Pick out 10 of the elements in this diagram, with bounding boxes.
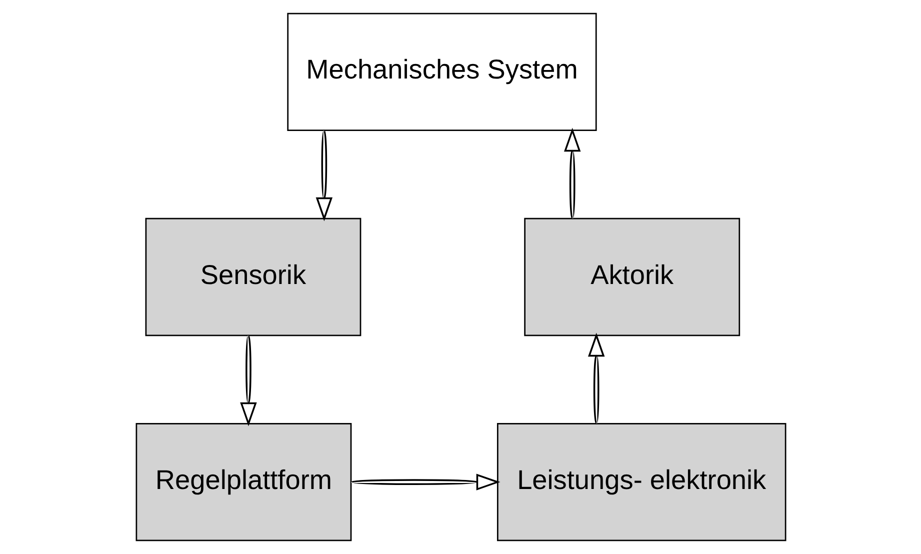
node-box: Sensorik bbox=[144, 218, 361, 336]
arrow bbox=[587, 332, 604, 424]
node-box: Regelplattform bbox=[135, 422, 352, 542]
arrow bbox=[350, 474, 500, 490]
arrow bbox=[240, 335, 256, 426]
arrow bbox=[563, 128, 580, 219]
node-box: Leistungs- elektronik bbox=[496, 422, 786, 542]
node-box: Aktorik bbox=[524, 218, 740, 336]
node-box: Mechanisches System bbox=[286, 12, 596, 132]
arrow bbox=[315, 130, 332, 222]
